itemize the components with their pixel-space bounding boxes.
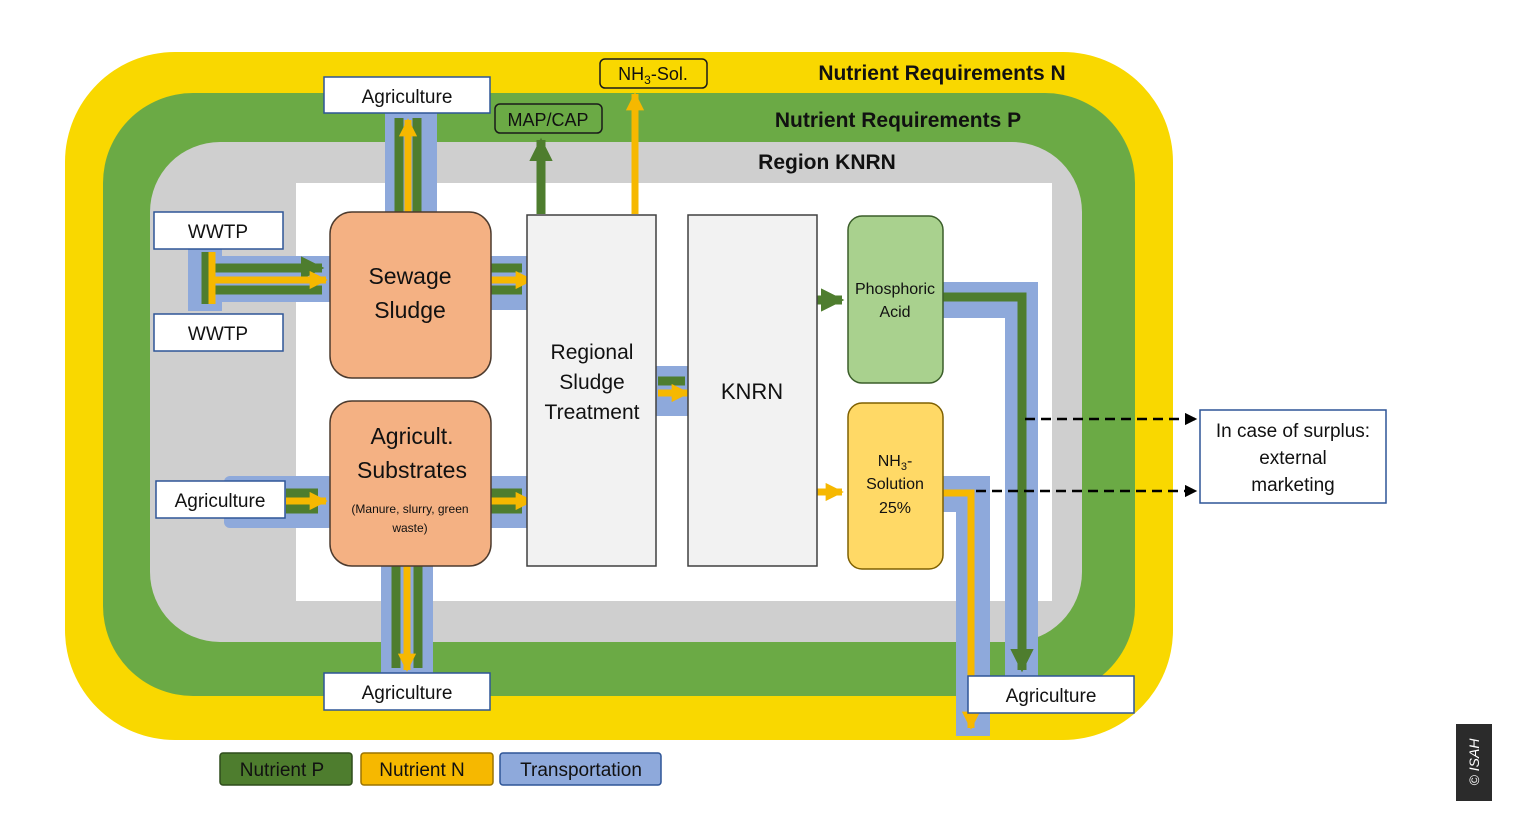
legend: Nutrient P Nutrient N Transportation bbox=[219, 752, 662, 786]
svg-text:(Manure, slurry, green: (Manure, slurry, green bbox=[351, 502, 468, 516]
svg-text:KNRN: KNRN bbox=[721, 379, 783, 404]
agriculture-top-box: Agriculture bbox=[323, 76, 491, 114]
svg-text:Sludge: Sludge bbox=[559, 371, 624, 394]
svg-text:Agricult.: Agricult. bbox=[370, 423, 453, 449]
zone-label-region: Region KNRN bbox=[758, 151, 896, 174]
copyright-badge: © ISAH bbox=[1456, 724, 1492, 801]
legend-transportation: Transportation bbox=[499, 752, 662, 786]
svg-text:Agriculture: Agriculture bbox=[175, 491, 266, 512]
nutrient-n-flows bbox=[208, 92, 981, 730]
phosphoric-acid-box: Phosphoric Acid bbox=[847, 215, 944, 384]
svg-text:Sewage: Sewage bbox=[368, 263, 451, 289]
surplus-arrows bbox=[976, 412, 1198, 498]
svg-text:© ISAH: © ISAH bbox=[1466, 738, 1482, 786]
svg-text:Regional: Regional bbox=[551, 341, 634, 364]
svg-text:WWTP: WWTP bbox=[188, 324, 248, 345]
svg-text:Substrates: Substrates bbox=[357, 457, 467, 483]
svg-text:NH3-: NH3- bbox=[878, 453, 913, 473]
svg-text:25%: 25% bbox=[879, 500, 911, 517]
svg-text:Phosphoric: Phosphoric bbox=[855, 281, 935, 298]
wwtp-top-box: WWTP bbox=[153, 211, 284, 250]
svg-text:Agriculture: Agriculture bbox=[1006, 686, 1097, 707]
svg-text:waste): waste) bbox=[391, 521, 427, 535]
zone-label-n: Nutrient Requirements N bbox=[818, 62, 1065, 85]
svg-text:NH3-Sol.: NH3-Sol. bbox=[618, 64, 688, 87]
agriculture-bottom-box: Agriculture bbox=[323, 672, 491, 711]
svg-text:Agriculture: Agriculture bbox=[362, 87, 453, 108]
svg-text:marketing: marketing bbox=[1251, 475, 1334, 496]
surplus-marketing-box: In case of surplus: external marketing bbox=[1199, 409, 1387, 504]
svg-text:In case of surplus:: In case of surplus: bbox=[1216, 421, 1370, 442]
nh3-sol-box: NH3-Sol. bbox=[599, 58, 708, 89]
svg-text:Treatment: Treatment bbox=[545, 401, 640, 424]
svg-text:MAP/CAP: MAP/CAP bbox=[507, 110, 588, 130]
svg-text:WWTP: WWTP bbox=[188, 222, 248, 243]
agriculture-left-box: Agriculture bbox=[155, 480, 286, 519]
wwtp-bottom-box: WWTP bbox=[153, 313, 284, 352]
svg-text:Nutrient N: Nutrient N bbox=[379, 760, 465, 781]
agricult-substrates-box: Agricult. Substrates (Manure, slurry, gr… bbox=[329, 400, 492, 567]
svg-text:Agriculture: Agriculture bbox=[362, 683, 453, 704]
knrn-box: KNRN bbox=[687, 214, 818, 567]
nh3-solution-box: NH3- Solution 25% bbox=[847, 402, 944, 570]
sewage-sludge-box: Sewage Sludge bbox=[329, 211, 492, 379]
legend-nutrient-n: Nutrient N bbox=[360, 752, 494, 786]
svg-text:Sludge: Sludge bbox=[374, 297, 446, 323]
svg-text:Acid: Acid bbox=[879, 304, 910, 321]
agriculture-right-box: Agriculture bbox=[967, 675, 1135, 714]
legend-nutrient-p: Nutrient P bbox=[219, 752, 353, 786]
svg-text:Nutrient P: Nutrient P bbox=[240, 760, 324, 781]
svg-text:external: external bbox=[1259, 448, 1327, 469]
svg-text:Transportation: Transportation bbox=[520, 760, 642, 781]
svg-text:Solution: Solution bbox=[866, 476, 924, 493]
regional-sludge-treatment-box: Regional Sludge Treatment bbox=[526, 214, 657, 567]
zone-label-p: Nutrient Requirements P bbox=[775, 109, 1021, 132]
map-cap-box: MAP/CAP bbox=[494, 103, 603, 134]
